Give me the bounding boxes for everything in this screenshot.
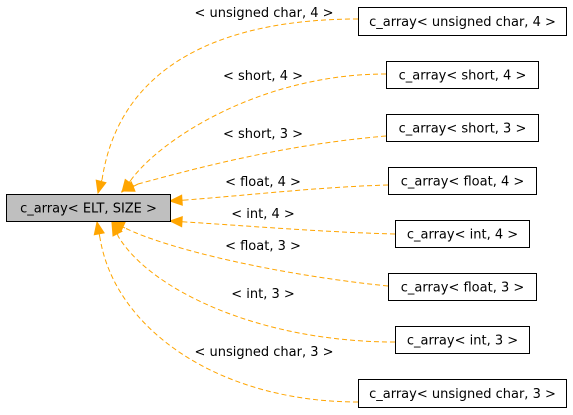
base-class-node[interactable]: c_array< ELT, SIZE > bbox=[6, 194, 171, 222]
edge-template-label: < unsigned char, 3 > bbox=[194, 345, 333, 360]
edge-template-label: < int, 3 > bbox=[231, 287, 295, 302]
edge-line bbox=[137, 135, 387, 185]
edge-line bbox=[130, 73, 387, 181]
edge-line bbox=[185, 184, 389, 201]
inheritance-edge: < int, 3 > bbox=[111, 221, 396, 343]
node-label: c_array< int, 4 > bbox=[407, 228, 518, 243]
edge-connector bbox=[132, 183, 139, 188]
inheritance-edge: < short, 3 > bbox=[120, 127, 387, 192]
node-box bbox=[6, 194, 171, 222]
arrowhead-icon bbox=[168, 216, 183, 228]
specialization-node[interactable]: c_array< float, 4 > bbox=[388, 167, 537, 195]
arrowhead-icon bbox=[93, 220, 105, 236]
nodes-layer: c_array< ELT, SIZE > c_array< unsigned ch… bbox=[6, 7, 567, 408]
inheritance-edge: < float, 4 > bbox=[168, 175, 389, 206]
arrowhead-icon bbox=[95, 179, 107, 195]
edge-line bbox=[99, 237, 359, 403]
node-box bbox=[395, 220, 530, 248]
inheritance-edge: < int, 4 > bbox=[168, 207, 396, 235]
edges-layer: < unsigned char, 4 > < short, 4 > < short,… bbox=[93, 6, 396, 403]
edge-connector bbox=[128, 179, 132, 183]
edge-connector bbox=[98, 233, 101, 239]
node-label: c_array< float, 3 > bbox=[401, 281, 525, 296]
node-box bbox=[388, 167, 537, 195]
node-box bbox=[388, 273, 537, 301]
edge-connector bbox=[100, 179, 103, 182]
node-box bbox=[358, 379, 567, 408]
edge-template-label: < int, 4 > bbox=[231, 207, 295, 222]
edge-template-label: < float, 3 > bbox=[225, 239, 301, 254]
edge-template-label: < short, 3 > bbox=[223, 127, 303, 142]
node-label: c_array< unsigned char, 4 > bbox=[369, 15, 556, 30]
arrowhead-icon bbox=[111, 221, 123, 237]
inheritance-edge: < float, 3 > bbox=[110, 221, 389, 287]
specialization-node[interactable]: c_array< short, 4 > bbox=[386, 61, 539, 89]
edge-line bbox=[117, 235, 396, 343]
edge-template-label: < short, 4 > bbox=[223, 69, 303, 84]
node-label: c_array< int, 3 > bbox=[407, 334, 518, 349]
node-label: c_array< ELT, SIZE > bbox=[20, 202, 157, 217]
inheritance-edge: < unsigned char, 4 > bbox=[95, 6, 359, 195]
node-box bbox=[395, 326, 530, 354]
node-box bbox=[386, 114, 539, 142]
node-box bbox=[358, 7, 567, 36]
edge-template-label: < float, 4 > bbox=[225, 175, 301, 190]
arrowhead-icon bbox=[168, 194, 183, 206]
specialization-node[interactable]: c_array< unsigned char, 4 > bbox=[358, 7, 567, 36]
node-box bbox=[386, 61, 539, 89]
edge-line bbox=[185, 221, 396, 235]
specialization-node[interactable]: c_array< short, 3 > bbox=[386, 114, 539, 142]
edge-line bbox=[101, 18, 359, 181]
specialization-node[interactable]: c_array< float, 3 > bbox=[388, 273, 537, 301]
node-label: c_array< short, 4 > bbox=[399, 69, 527, 84]
edge-connector bbox=[122, 226, 126, 229]
specialization-node[interactable]: c_array< unsigned char, 3 > bbox=[358, 379, 567, 408]
edge-connector bbox=[116, 233, 119, 237]
edge-template-label: < unsigned char, 4 > bbox=[194, 6, 333, 21]
node-label: c_array< short, 3 > bbox=[399, 122, 527, 137]
specialization-node[interactable]: c_array< int, 4 > bbox=[395, 220, 530, 248]
edge-line bbox=[124, 227, 389, 287]
inheritance-edge: < unsigned char, 3 > bbox=[93, 220, 359, 403]
specialization-node[interactable]: c_array< int, 3 > bbox=[395, 326, 530, 354]
node-label: c_array< float, 4 > bbox=[401, 175, 525, 190]
node-label: c_array< unsigned char, 3 > bbox=[369, 387, 556, 402]
